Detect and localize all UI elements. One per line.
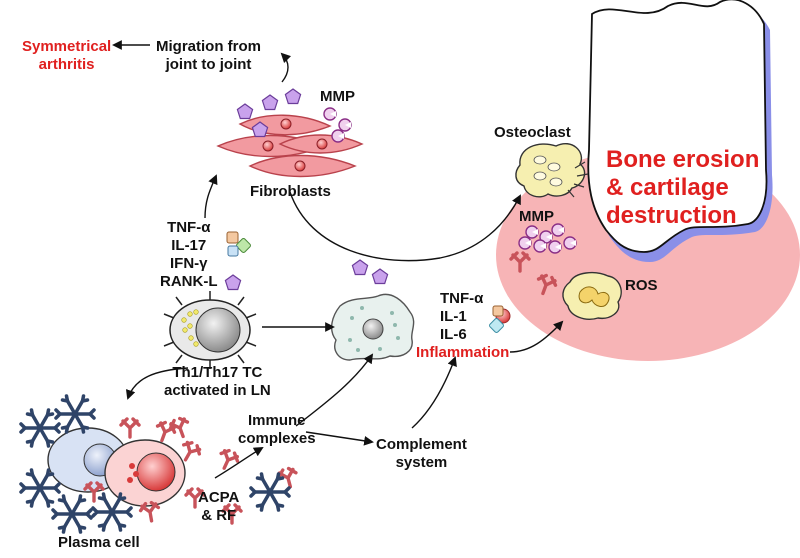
ifn-gamma-label: IFN-γ: [170, 255, 208, 272]
tc-cytokines-label: TNF-α IL-17 IFN-γ RANK-L: [160, 219, 218, 291]
tnf-alpha-label: TNF-α: [167, 219, 211, 236]
bone-erosion-line3: destruction: [606, 202, 737, 229]
bone-shape: [587, 0, 768, 253]
th-cell-line1: Th1/Th17 TC: [172, 364, 263, 381]
osteoclast: [515, 143, 589, 198]
symmetrical-arthritis-line2: arthritis: [38, 56, 95, 73]
mmp-joint-label: MMP: [519, 208, 554, 225]
migration-label: Migration from joint to joint: [156, 38, 261, 74]
il-17-label: IL-17: [171, 237, 207, 254]
bone-erosion-line2: & cartilage: [606, 174, 729, 201]
bone-erosion-line1: Bone erosion: [606, 146, 760, 173]
fibroblasts-label: Fibroblasts: [250, 183, 331, 200]
plasma-cell-cluster: [19, 394, 206, 534]
tc-cytokine-shapes: [224, 231, 251, 291]
acpa-line: ACPA: [198, 489, 240, 506]
tnf-alpha-mac-label: TNF-α: [440, 290, 484, 307]
complement-line2: system: [395, 454, 448, 471]
bone-erosion-label: Bone erosion & cartilage destruction: [606, 146, 759, 230]
mmp-top-label: MMP: [320, 88, 355, 105]
acpa-rf-label: ACPA & RF: [198, 489, 239, 525]
macrophage-cytokines-label: TNF-α IL-1 IL-6: [440, 290, 483, 344]
complement-line1: Complement: [376, 436, 467, 453]
inflammation-label: Inflammation: [416, 344, 510, 361]
th-cell-label: Th1/Th17 TC activated in LN: [164, 364, 271, 400]
pathway-arrows: [112, 40, 564, 479]
rf-line: & RF: [201, 507, 237, 524]
th-cell-line2: activated in LN: [164, 382, 271, 399]
immune-complexes-line1: Immune: [248, 412, 306, 429]
plasma-cell-label: Plasma cell: [58, 534, 140, 551]
symmetrical-arthritis-line1: Symmetrical: [22, 38, 112, 55]
il-1-label: IL-1: [440, 308, 467, 325]
t-cell: [163, 291, 257, 369]
migration-line2: joint to joint: [165, 56, 252, 73]
ros-label: ROS: [625, 277, 658, 294]
il-6-label: IL-6: [440, 326, 467, 343]
ros-cell: [562, 271, 622, 320]
fibroblast-cluster: [216, 88, 364, 178]
immune-complexes-label: Immune complexes: [238, 412, 316, 448]
complement-system-label: Complement system: [376, 436, 467, 472]
migration-line1: Migration from: [156, 38, 261, 55]
immune-complexes-line2: complexes: [238, 430, 316, 447]
macrophage-cytokine-shapes: [489, 305, 511, 333]
macrophage: [330, 259, 415, 361]
symmetrical-arthritis-label: Symmetrical arthritis: [22, 38, 111, 74]
rank-l-label: RANK-L: [160, 273, 218, 290]
osteoclast-label: Osteoclast: [494, 124, 571, 141]
